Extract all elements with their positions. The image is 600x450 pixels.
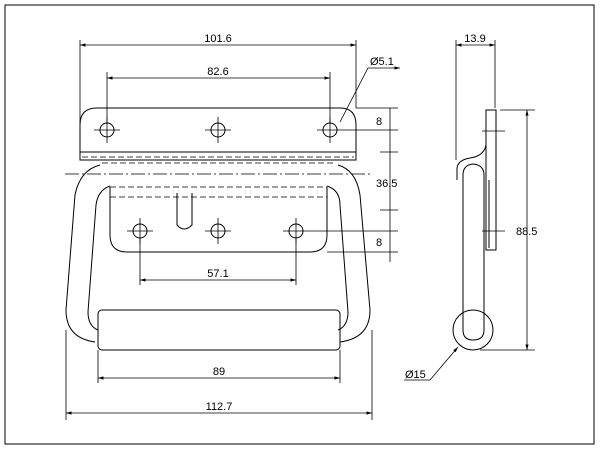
handle-grip [97, 309, 341, 351]
handle-outer-outline [65, 164, 371, 343]
mounting-holes [94, 117, 398, 244]
dim-82-6: 82.6 [207, 66, 228, 78]
handle-inner-outline [87, 185, 349, 331]
dim-112-7: 112.7 [206, 401, 233, 413]
bottom-hidden-lines [110, 186, 327, 198]
side-handle [462, 163, 485, 330]
slot [176, 193, 193, 230]
dim-top-offset: 8 [376, 116, 382, 128]
dim-bottom-offset: 8 [376, 237, 382, 249]
dim-101-6: 101.6 [204, 33, 232, 45]
side-bend [456, 110, 497, 250]
top-mounting-plate [79, 107, 357, 161]
grip-section-outer [452, 309, 494, 351]
bottom-mounting-plate [109, 187, 328, 253]
dim-88-5: 88.5 [516, 226, 537, 238]
drawing-frame [4, 4, 595, 445]
dim-57-1: 57.1 [207, 268, 228, 280]
grip-section-inner [462, 329, 485, 341]
side-view: 13.9 88.5 Ø15 [404, 33, 537, 381]
front-view: 101.6 82.6 Ø5.1 8 36.5 8 57.1 89 112.7 [65, 33, 400, 420]
hidden-lines [82, 156, 354, 164]
dim-89: 89 [213, 366, 225, 378]
dim-grip-diameter: Ø15 [405, 369, 426, 381]
dim-13-9: 13.9 [464, 33, 485, 45]
dim-hole-diameter: Ø5.1 [370, 56, 394, 68]
dim-plate-height: 36.5 [376, 178, 397, 190]
